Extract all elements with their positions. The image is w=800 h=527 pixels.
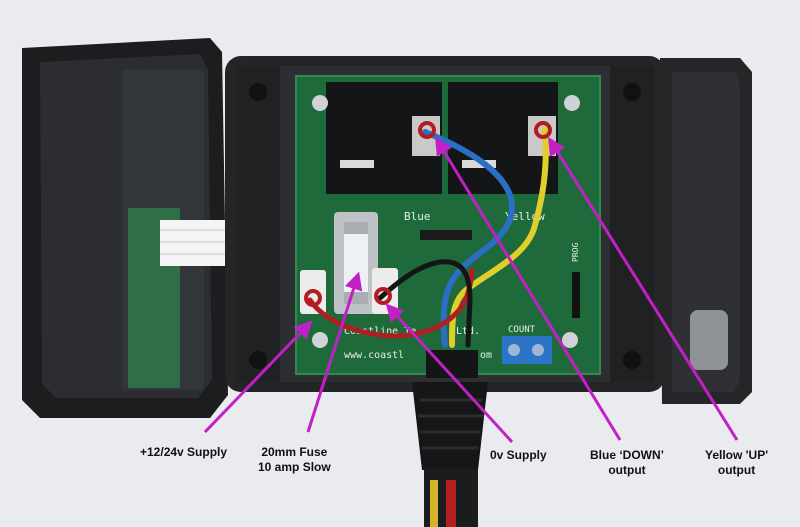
callout-fuse-line-1: 20mm Fuse <box>261 445 328 459</box>
arrow-fuse <box>306 271 363 433</box>
terminal-blue-ring <box>418 121 436 139</box>
cable-gland <box>412 350 488 527</box>
pcb-label-web: www.coastl <box>344 350 404 361</box>
callout-arrows <box>203 136 739 444</box>
arrow-yellow <box>548 136 739 441</box>
callout-blue-line-1: Blue ‘DOWN’ <box>590 448 664 462</box>
callout-blue-line-2: output <box>608 463 646 477</box>
arrow-blue <box>435 136 622 441</box>
callout-yellow-line-2: output <box>717 463 756 477</box>
callout-fuse-line-2: 10 amp Slow <box>258 460 331 474</box>
wire-black <box>377 259 473 348</box>
callout-zero-line-1: 0v Supply <box>490 448 547 462</box>
callout-zero: 0v Supply <box>490 448 547 463</box>
callout-blue: Blue ‘DOWN’ output <box>590 448 664 478</box>
wires <box>304 121 552 348</box>
arrow-zero <box>385 303 514 444</box>
terminal-supply-positive <box>304 289 322 307</box>
callout-yellow: Yellow 'UP' output <box>705 448 768 478</box>
callout-fuse: 20mm Fuse 10 amp Slow <box>258 445 331 475</box>
pcb-label-count: COUNT <box>508 325 536 335</box>
pcb-label-web-end: om <box>480 350 492 361</box>
pcb-label-prog: PROG <box>571 243 580 262</box>
pcb-label-blue: Blue <box>404 210 431 223</box>
terminal-yellow-ring <box>534 121 552 139</box>
wire-blue <box>422 129 516 348</box>
callout-supply: +12/24v Supply <box>140 445 227 460</box>
arrow-supply <box>203 320 313 434</box>
callout-yellow-line-1: Yellow 'UP' <box>705 448 769 462</box>
pcb-label-company: Coastline Te <box>344 326 416 337</box>
terminal-supply-zero <box>374 287 392 305</box>
wire-red <box>307 267 475 339</box>
callout-supply-line-1: +12/24v Supply <box>140 445 228 459</box>
wire-yellow <box>449 127 549 348</box>
fuse <box>344 222 368 304</box>
